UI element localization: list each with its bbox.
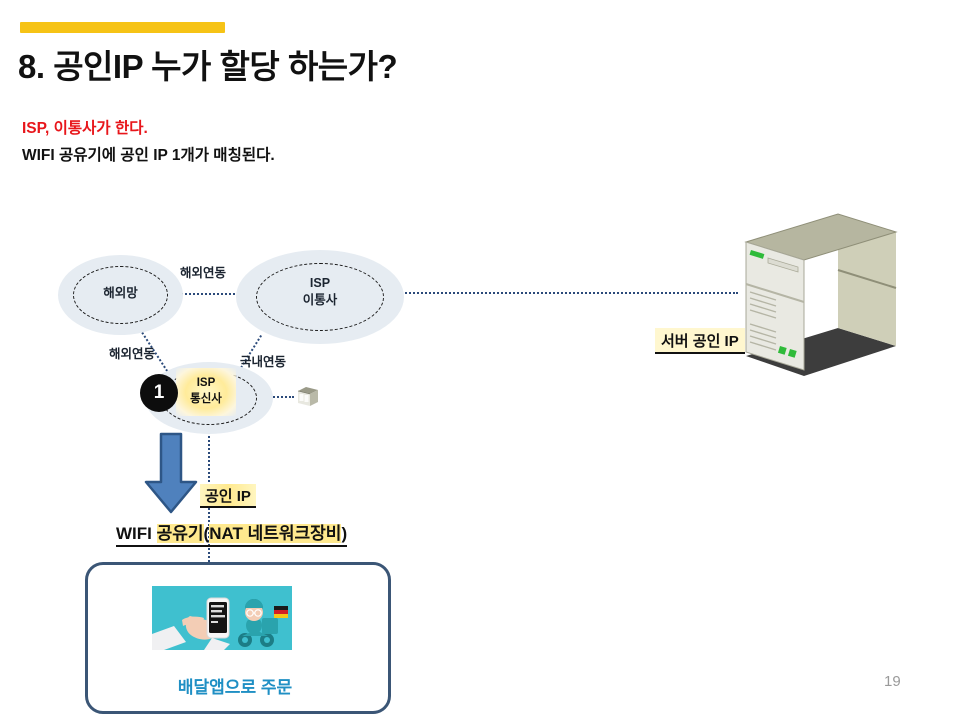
server-public-ip-label: 서버 공인 IP <box>655 328 745 354</box>
connector-overseas-isp <box>170 293 254 295</box>
connector-carrier-device <box>262 396 294 398</box>
cloud-isp-mobile-line2: 이통사 <box>302 292 338 307</box>
edge-label-overseas-carrier: 해외연동 <box>109 347 156 361</box>
edge-label-overseas-isp: 해외연동 <box>180 266 227 280</box>
wifi-highlight-router: 공유기 <box>156 524 204 543</box>
accent-bar <box>20 22 225 33</box>
page-number: 19 <box>884 673 901 690</box>
server-tower-icon <box>718 196 904 382</box>
wifi-open-paren: ( <box>203 524 210 543</box>
cloud-isp-mobile-carrier[interactable]: ISP 이통사 <box>236 250 404 344</box>
isp-carrier-highlight-label: ISP 통신사 <box>176 368 236 416</box>
isp-carrier-line2: 통신사 <box>190 393 222 405</box>
cloud-isp-mobile-line1: ISP <box>309 276 331 290</box>
subtitle-red: ISP, 이통사가 한다. <box>22 120 148 137</box>
public-ip-label: 공인 IP <box>200 484 256 508</box>
edge-label-domestic: 국내연동 <box>240 355 287 369</box>
cloud-isp-mobile-label: ISP 이통사 <box>236 275 404 309</box>
page-title: 8. 공인IP 누가 할당 하는가? <box>18 48 398 85</box>
order-box-label: 배달앱으로 주문 <box>177 678 293 697</box>
step-badge-1[interactable]: 1 <box>140 374 178 412</box>
network-device-icon <box>294 382 322 410</box>
isp-carrier-line1: ISP <box>196 377 216 390</box>
allocation-arrow-icon <box>142 432 200 516</box>
cloud-dashed-outline <box>256 263 384 331</box>
connector-isp-server <box>398 292 738 294</box>
cloud-overseas-label: 해외망 <box>103 286 138 300</box>
cloud-dashed-outline <box>73 266 168 324</box>
wifi-close-paren: ) <box>341 524 348 543</box>
wifi-highlight-nat: NAT <box>209 524 248 543</box>
cloud-overseas-network[interactable]: 해외망 <box>58 255 183 335</box>
subtitle-black: WIFI 공유기에 공인 IP 1개가 매칭된다. <box>22 147 275 164</box>
wifi-highlight-netdevice: 네트워크장비 <box>247 524 342 543</box>
wifi-router-label: WIFI 공유기(NAT 네트워크장비) <box>116 519 348 547</box>
wifi-prefix: WIFI <box>116 524 157 543</box>
delivery-app-photo <box>152 586 292 650</box>
